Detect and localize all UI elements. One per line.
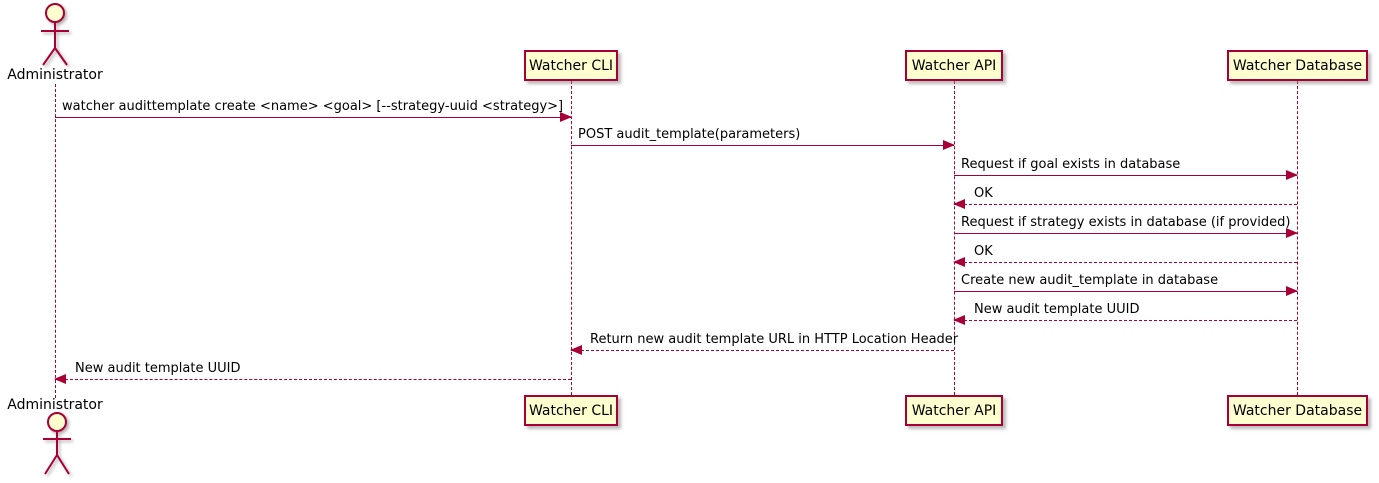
participant-label: Watcher API: [911, 57, 997, 74]
arrowhead-left-icon: [953, 315, 965, 325]
participant-watcher-database-bottom: Watcher Database: [1227, 395, 1368, 426]
message-label: New audit template UUID: [75, 361, 241, 376]
participant-label: Watcher API: [911, 402, 997, 419]
message-line: [954, 262, 1297, 263]
message-line: [954, 233, 1297, 234]
message-label: Request if goal exists in database: [961, 157, 1181, 172]
message-line: [55, 117, 571, 118]
message-label: Request if strategy exists in database (…: [961, 215, 1291, 230]
administrator-actor-icon-bottom: Administrator: [7, 397, 103, 475]
participant-label: Watcher Database: [1232, 402, 1363, 419]
participant-label: Watcher CLI: [528, 402, 614, 419]
message-line: [954, 320, 1297, 321]
lifeline-watcher-cli: [571, 81, 572, 395]
message-label: POST audit_template(parameters): [578, 127, 801, 142]
arrowhead-left-icon: [953, 199, 965, 209]
lifeline-watcher-database: [1297, 81, 1298, 395]
message-label: OK: [974, 186, 993, 201]
participant-watcher-cli-top: Watcher CLI: [524, 50, 618, 81]
lifeline-administrator: [55, 84, 56, 398]
message-label: New audit template UUID: [974, 302, 1140, 317]
arrowhead-left-icon: [54, 374, 66, 384]
arrowhead-left-icon: [570, 345, 582, 355]
participant-watcher-api-bottom: Watcher API: [905, 395, 1003, 426]
arrowhead-right-icon: [1286, 286, 1298, 296]
arrowhead-right-icon: [560, 112, 572, 122]
arrowhead-left-icon: [953, 257, 965, 267]
participant-watcher-database-top: Watcher Database: [1227, 50, 1368, 81]
message-label: Return new audit template URL in HTTP Lo…: [590, 332, 959, 347]
message-label: OK: [974, 244, 993, 259]
administrator-label-bottom: Administrator: [7, 397, 103, 413]
lifeline-watcher-api: [954, 81, 955, 395]
administrator-actor-icon-top: Administrator: [7, 3, 103, 83]
message-label: watcher audittemplate create <name> <goa…: [62, 99, 564, 114]
participant-watcher-api-top: Watcher API: [905, 50, 1003, 81]
message-line: [571, 145, 954, 146]
participant-label: Watcher CLI: [528, 57, 614, 74]
message-line: [954, 204, 1297, 205]
administrator-label-top: Administrator: [7, 67, 103, 83]
message-line: [55, 379, 571, 380]
participant-watcher-cli-bottom: Watcher CLI: [524, 395, 618, 426]
message-line: [954, 291, 1297, 292]
arrowhead-right-icon: [1286, 228, 1298, 238]
message-line: [954, 175, 1297, 176]
arrowhead-right-icon: [943, 140, 955, 150]
arrowhead-right-icon: [1286, 170, 1298, 180]
message-line: [571, 350, 954, 351]
message-label: Create new audit_template in database: [961, 273, 1219, 288]
participant-label: Watcher Database: [1232, 57, 1363, 74]
